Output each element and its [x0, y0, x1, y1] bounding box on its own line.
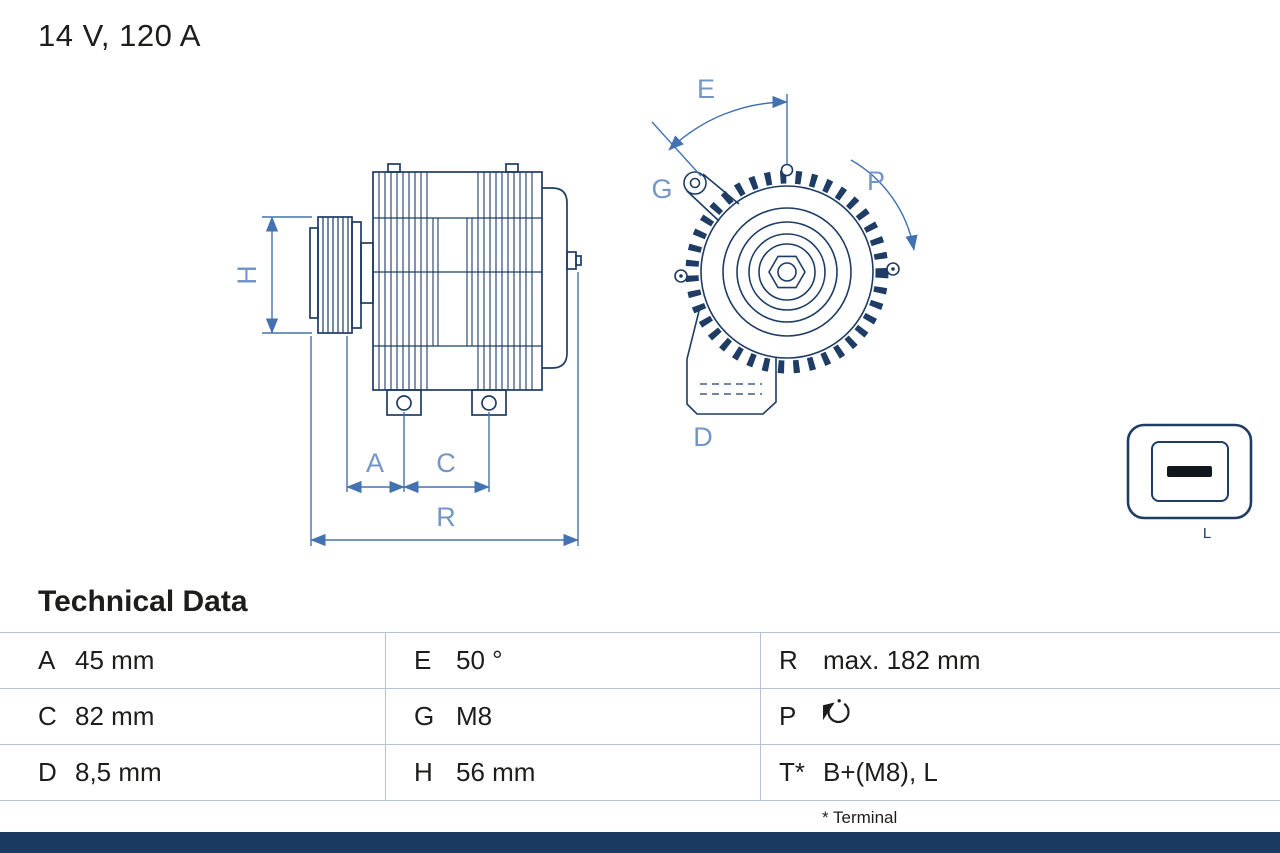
dim-label-D: D — [693, 422, 713, 452]
spec-cell-R: R max. 182 mm — [760, 633, 1280, 688]
mounting-hole-right — [481, 395, 497, 411]
dim-label-C: C — [436, 448, 456, 478]
spec-value: 82 mm — [75, 701, 155, 731]
spec-value — [811, 698, 855, 735]
spec-cell-A: A 45 mm — [0, 633, 385, 688]
spec-value: 56 mm — [456, 757, 536, 787]
spec-value: M8 — [456, 701, 493, 731]
spec-key: P — [779, 701, 797, 731]
spec-cell-T: T* B+(M8), L — [760, 745, 1280, 800]
spec-key: C — [38, 701, 57, 731]
mounting-lug — [686, 173, 740, 222]
mounting-foot-right — [471, 389, 507, 416]
single-pin-connector-icon — [1126, 423, 1253, 520]
spec-cell-P: P — [760, 689, 1280, 744]
spec-key: E — [414, 645, 432, 675]
terminal-footnote: * Terminal — [822, 808, 898, 827]
rear-cover — [542, 187, 568, 369]
dim-label-G: G — [651, 174, 672, 204]
spec-key: A — [38, 645, 56, 675]
footer-bar — [0, 832, 1280, 853]
product-rating: 14 V, 120 A — [38, 18, 201, 53]
bottom-flange — [686, 306, 777, 415]
alternator-side-view — [309, 163, 582, 416]
pulley-ribs — [322, 217, 349, 333]
connector-pin — [1167, 466, 1212, 477]
dim-label-H: H — [232, 265, 262, 285]
spec-value: B+(M8), L — [823, 757, 938, 787]
shaft-nut — [768, 255, 806, 289]
spec-key: R — [779, 645, 798, 675]
spec-cell-G: G M8 — [385, 689, 760, 744]
spec-key: T* — [779, 757, 805, 787]
rotation-clockwise-icon — [811, 699, 850, 724]
table-row: A 45 mm E 50 ° R max. 182 mm — [0, 632, 1280, 688]
technical-data-section: Technical Data A 45 mm E 50 ° R max. 182… — [0, 585, 1280, 828]
connector-terminal-label: L — [1203, 525, 1211, 542]
spec-key: H — [414, 757, 433, 787]
top-lug-right — [505, 163, 519, 173]
mounting-foot-left — [386, 389, 422, 416]
angle-rays-E — [651, 94, 788, 177]
dim-label-P: P — [867, 166, 885, 196]
spec-key: D — [38, 757, 57, 787]
spec-value: max. 182 mm — [823, 645, 981, 675]
spec-value: 45 mm — [75, 645, 155, 675]
alternator-front-view — [674, 163, 900, 415]
cooling-fins — [378, 172, 533, 390]
spec-cell-C: C 82 mm — [0, 689, 385, 744]
spec-key: G — [414, 701, 435, 731]
spec-cell-E: E 50 ° — [385, 633, 760, 688]
pulley-hub — [309, 227, 319, 319]
spec-cell-H: H 56 mm — [385, 745, 760, 800]
dim-label-E: E — [697, 74, 715, 104]
dimension-lines — [262, 94, 918, 547]
mounting-hole-left — [396, 395, 412, 411]
b-plus-terminal — [566, 251, 577, 270]
pulley-flange — [351, 221, 362, 329]
stator-slots-ring — [685, 170, 889, 374]
table-row: D 8,5 mm H 56 mm T* B+(M8), L — [0, 744, 1280, 800]
stator-band — [432, 218, 473, 346]
spec-table: A 45 mm E 50 ° R max. 182 mm C 82 mm G M… — [0, 632, 1280, 801]
technical-drawing: H A C R E G P D L — [232, 74, 1253, 547]
rotation-arrow-P — [850, 159, 918, 251]
table-row: C 82 mm G M8 P — [0, 688, 1280, 744]
dim-arc-E — [668, 95, 788, 151]
dim-label-A: A — [366, 448, 384, 478]
dimension-labels: H A C R E G P D — [232, 74, 885, 532]
top-lug-left — [387, 163, 401, 173]
housing-body — [372, 171, 543, 391]
dim-label-R: R — [436, 502, 456, 532]
spec-value: 50 ° — [456, 645, 503, 675]
shaft-nose — [360, 242, 374, 304]
technical-data-title: Technical Data — [38, 585, 248, 618]
spec-cell-D: D 8,5 mm — [0, 745, 385, 800]
lug-bolt-hole — [683, 171, 707, 195]
spec-value: 8,5 mm — [75, 757, 162, 787]
